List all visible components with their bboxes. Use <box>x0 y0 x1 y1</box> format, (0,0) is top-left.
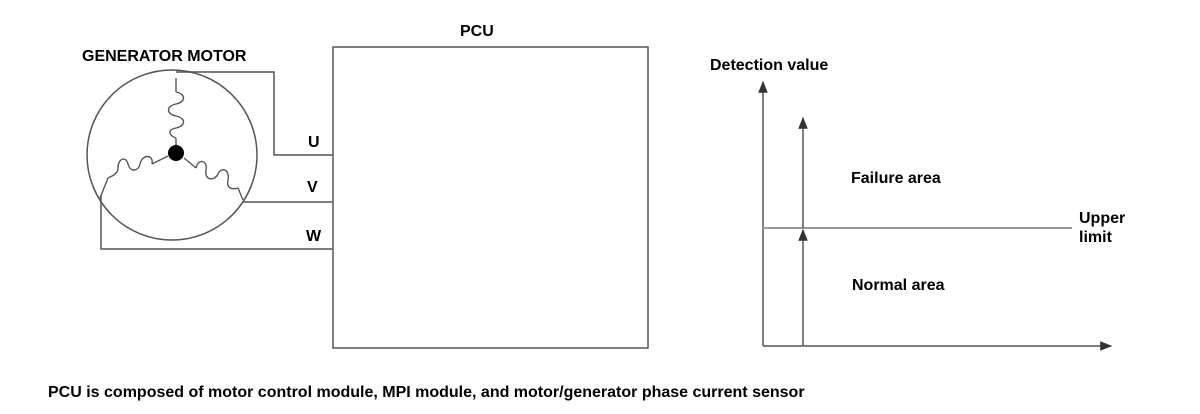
pcu-box <box>332 46 649 349</box>
phase-v-label: V <box>307 179 318 196</box>
generator-motor: GENERATOR MOTOR <box>82 48 258 241</box>
phase-w-label: W <box>306 228 322 245</box>
neutral-point <box>168 145 184 161</box>
detection-graph: Detection value Failure area Normal area… <box>710 57 1125 351</box>
wire-u <box>176 71 333 156</box>
detection-value-label: Detection value <box>710 57 828 74</box>
pcu-block: PCU U V W <box>306 23 649 349</box>
motor-housing-circle <box>86 69 258 241</box>
upper-limit-label-line2: limit <box>1079 229 1113 246</box>
phase-u-label: U <box>308 134 320 151</box>
upper-limit-label-line1: Upper <box>1079 210 1125 227</box>
coil-right <box>183 157 244 201</box>
failure-area-label: Failure area <box>851 170 941 187</box>
coil-top <box>167 78 185 145</box>
wire-w <box>100 196 333 250</box>
phase-wiring <box>100 71 333 250</box>
pcu-label: PCU <box>460 23 494 40</box>
generator-motor-label: GENERATOR MOTOR <box>82 48 247 65</box>
normal-area-label: Normal area <box>852 277 945 294</box>
caption: PCU is composed of motor control module,… <box>48 384 805 401</box>
coil-left <box>99 155 169 199</box>
